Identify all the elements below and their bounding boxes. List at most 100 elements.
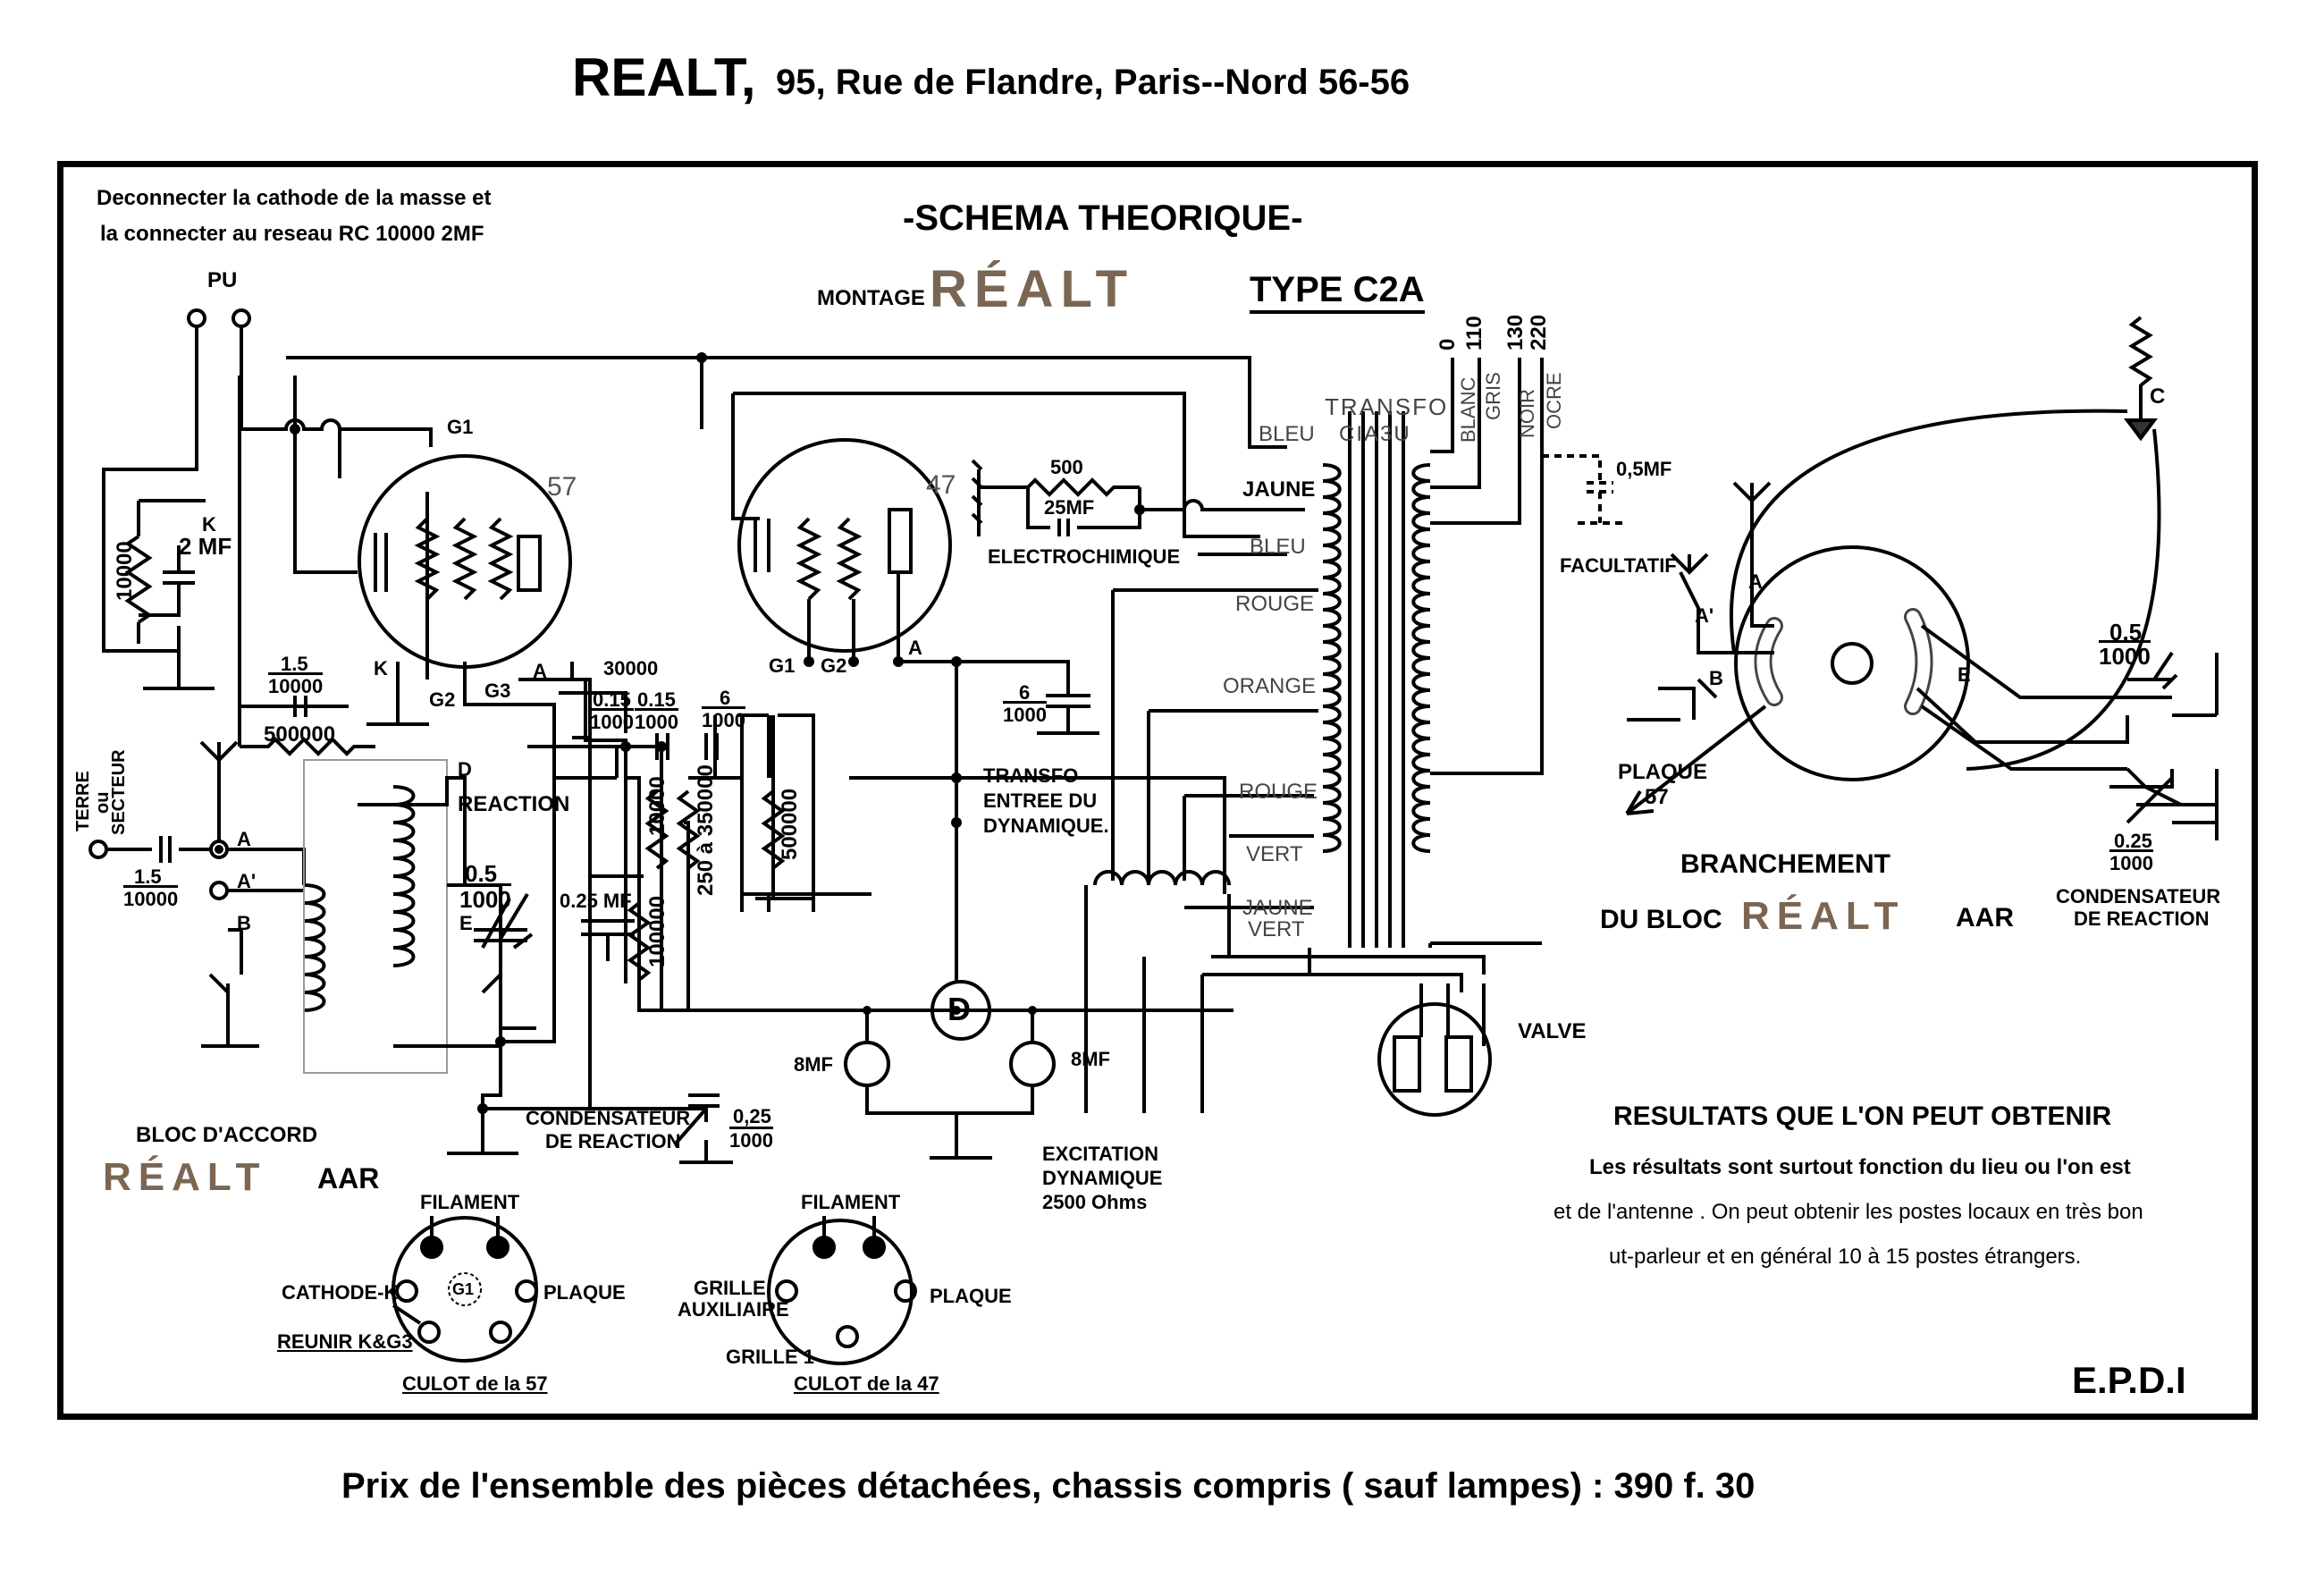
transfo-entree-line3: DYNAMIQUE. [983, 815, 1109, 837]
transfo-label: TRANSFO [1325, 393, 1449, 420]
branch-a2-label: A' [1695, 604, 1714, 627]
bloc-accord-aar: AAR [317, 1162, 380, 1194]
cia3u-label: CIA3U [1339, 422, 1411, 446]
excitation-line3: 2500 Ohms [1042, 1191, 1148, 1213]
c6-label: 6 [720, 687, 731, 709]
k-label: K [374, 657, 388, 679]
c6-2b-label: 1000 [1003, 701, 1047, 727]
terre-label: TERRE [73, 771, 93, 831]
valve-label: VALVE [1518, 1019, 1587, 1043]
c8mf1-label: 8MF [794, 1053, 833, 1076]
c15in-label: 1.5 [134, 865, 162, 888]
jaune1-label: JAUNE [1242, 477, 1316, 502]
c25mf-label: 25MF [1044, 496, 1095, 519]
blanc-label: BLANC [1457, 376, 1479, 443]
signature-epdi: E.P.D.I [2072, 1359, 2186, 1401]
ant-b-label: B [237, 912, 251, 934]
a-47-label: A [908, 637, 922, 659]
c015d-label: 1000 [635, 708, 678, 734]
header-brand: REALT, [572, 47, 756, 107]
facultatif-label: FACULTATIF [1560, 554, 1677, 577]
resultats-line2: et de l'antenne . On peut obtenir les po… [1554, 1200, 2143, 1224]
vert2-label: VERT [1248, 917, 1305, 941]
branch-c025-label: 0.25 [2114, 830, 2152, 852]
g1-47-label: G1 [769, 654, 796, 677]
r10000-label: 10000 [113, 541, 137, 601]
v0-label: 0 [1436, 338, 1460, 350]
type-label: TYPE C2A [1250, 270, 1425, 314]
branch-a-label: A [1748, 570, 1763, 593]
a-label-57: A [533, 660, 547, 682]
bleu1-label: BLEU [1259, 422, 1315, 446]
bloc-accord-logo: RÉALT [103, 1155, 267, 1199]
bloc-accord-label: BLOC D'ACCORD [136, 1123, 318, 1147]
c025c-label: 1000 [729, 1127, 773, 1152]
electrochimique-label: ELECTROCHIMIQUE [988, 545, 1181, 568]
excitation-line2: DYNAMIQUE [1042, 1167, 1163, 1189]
ant-a-label: A [237, 828, 251, 850]
culot47-filament: FILAMENT [801, 1191, 901, 1213]
culot47-grille-line1: GRILLE [694, 1277, 766, 1299]
secteur-label: SECTEUR [109, 749, 129, 835]
culot57-filament: FILAMENT [420, 1191, 520, 1213]
twomf-label: 2 MF [179, 533, 232, 560]
culot57-reunir: REUNIR K&G3 [277, 1330, 413, 1353]
c15-label: 1.5 [281, 653, 308, 675]
v220-label: 220 [1527, 314, 1551, 350]
g2-label: G2 [429, 688, 456, 711]
v110-label: 110 [1462, 316, 1486, 350]
c6-2-label: 6 [1019, 681, 1031, 704]
c15in-b-label: 10000 [123, 885, 179, 911]
culot57-title: CULOT de la 57 [402, 1372, 548, 1395]
resultats-title: RESULTATS QUE L'ON PEUT OBTENIR [1613, 1102, 2112, 1131]
c6b-label: 1000 [702, 706, 745, 732]
rouge2-label: ROUGE [1239, 780, 1318, 804]
branch-plaque57-label: 57 [1645, 785, 1669, 809]
branchement-title: BRANCHEMENT [1680, 849, 1890, 879]
tube-57-label: 57 [547, 472, 577, 502]
branch-plaque-label: PLAQUE [1618, 760, 1708, 784]
branchement-aar: AAR [1956, 903, 2014, 933]
c05b-label: 1000 [459, 883, 511, 914]
branch-cond-line2: DE REACTION [2074, 907, 2210, 930]
branchement-logo: RÉALT [1741, 894, 1906, 938]
r500-label: 500 [1050, 456, 1083, 478]
branch-c025b-label: 1000 [2109, 849, 2153, 875]
c05mf-label: 0,5MF [1616, 458, 1672, 480]
noir-label: NOIR [1516, 389, 1538, 438]
c15b-label: 10000 [268, 672, 324, 698]
g2-47-label: G2 [821, 654, 847, 677]
schema-title: -SCHEMA THEORIQUE- [903, 198, 1303, 238]
resultats-line3: ut-parleur et en général 10 à 15 postes … [1609, 1245, 2082, 1269]
pu-label: PU [207, 268, 238, 292]
resultats-line1: Les résultats sont surtout fonction du l… [1589, 1155, 2131, 1179]
culot57-cathode: CATHODE-K [282, 1281, 399, 1304]
note-line2: la connecter au reseau RC 10000 2MF [100, 222, 484, 246]
r500000-label: 500000 [264, 722, 336, 747]
transfo-entree-line2: ENTREE DU [983, 789, 1098, 812]
culot47-grille1: GRILLE 1 [726, 1346, 815, 1368]
vert1-label: VERT [1246, 842, 1303, 866]
culot47-title: CULOT de la 47 [794, 1372, 939, 1395]
montage-label: MONTAGE [817, 286, 925, 310]
d-reac-label: D [458, 758, 472, 781]
branch-c05b-label: 1000 [2099, 640, 2151, 671]
branch-c-label: C [2150, 384, 2166, 409]
r250-label: 250 à 350000 [694, 764, 718, 896]
c8mf2-label: 8MF [1071, 1048, 1110, 1070]
d-speaker-label: D [947, 991, 971, 1027]
excitation-line1: EXCITATION [1042, 1143, 1158, 1165]
schematic-frame [57, 161, 2258, 1420]
branch-cond-line1: CONDENSATEUR [2056, 885, 2221, 907]
c025b-label: 0,25 [733, 1105, 771, 1127]
gris-label: GRIS [1482, 372, 1504, 420]
rouge1-label: ROUGE [1235, 592, 1315, 616]
c015b-label: 1000 [590, 708, 634, 734]
e-label: E [459, 912, 473, 934]
r500000b-label: 500000 [778, 788, 802, 860]
c05-label: 0.5 [465, 860, 498, 887]
transfo-entree-line1: TRANSFO [983, 764, 1079, 787]
branch-b-label: B [1709, 667, 1723, 689]
c025mf-label: 0.25 MF [560, 890, 632, 912]
